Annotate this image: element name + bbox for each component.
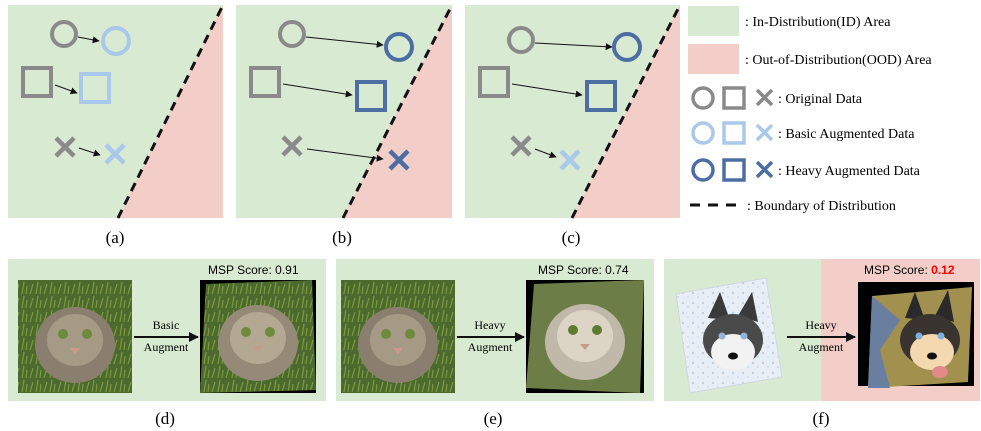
msp-label: MSP Score: bbox=[864, 263, 931, 277]
basic-cross bbox=[559, 149, 581, 171]
msp-value: 0.91 bbox=[275, 263, 299, 277]
legend-ood-swatch bbox=[688, 44, 739, 74]
original-cross bbox=[54, 136, 76, 158]
panel-b: (b) bbox=[236, 4, 454, 247]
panel-caption: (c) bbox=[562, 228, 581, 247]
augment-arrow bbox=[534, 148, 557, 159]
msp-value-highlight: 0.12 bbox=[931, 263, 955, 277]
basic-cross bbox=[104, 143, 126, 165]
legend-basic-circle-icon bbox=[691, 121, 715, 145]
legend-id-swatch bbox=[688, 6, 739, 36]
original-circle bbox=[50, 20, 78, 48]
ood-area bbox=[572, 5, 680, 218]
original-circle bbox=[278, 20, 306, 48]
augment-arrow bbox=[78, 147, 101, 157]
msp-score: MSP Score: 0.12 bbox=[864, 263, 955, 277]
original-circle bbox=[507, 26, 535, 54]
augment-label: Augment bbox=[144, 340, 189, 354]
original-square bbox=[478, 66, 510, 98]
msp-label: MSP Score: bbox=[538, 263, 605, 277]
msp-value: 0.74 bbox=[605, 263, 629, 277]
heavy-cross bbox=[388, 149, 410, 171]
cat-photo bbox=[18, 280, 132, 393]
boundary-line bbox=[116, 4, 225, 219]
legend-heavy-label: : Heavy Augmented Data bbox=[778, 164, 921, 179]
boundary-line bbox=[341, 4, 454, 219]
original-square bbox=[21, 66, 53, 98]
augment-arrow bbox=[54, 84, 78, 95]
augment-label: Basic bbox=[153, 318, 180, 332]
basic-circle bbox=[101, 26, 131, 56]
augmented-husky-photo bbox=[858, 282, 974, 388]
original-square bbox=[249, 66, 281, 98]
augment-arrow bbox=[534, 42, 613, 51]
augment-label: Heavy bbox=[805, 318, 836, 332]
legend-basic-cross-icon bbox=[755, 123, 774, 142]
cat-photo bbox=[341, 280, 455, 393]
heavy-circle bbox=[612, 32, 642, 62]
panel-caption: (b) bbox=[332, 228, 352, 247]
original-cross bbox=[281, 135, 303, 157]
original-cross bbox=[510, 135, 532, 157]
legend-original-cross-icon bbox=[755, 88, 774, 107]
augment-label: Augment bbox=[468, 340, 513, 354]
msp-label: MSP Score: bbox=[208, 263, 275, 277]
legend-original-circle-icon bbox=[691, 86, 715, 110]
augment-label: Augment bbox=[799, 340, 844, 354]
basic-square bbox=[79, 72, 111, 104]
panel-caption: (a) bbox=[106, 228, 125, 247]
legend-original-square-icon bbox=[722, 86, 746, 110]
panel-e: Heavy Augment MSP Score: 0.74 (e) bbox=[336, 259, 654, 428]
legend-heavy-cross-icon bbox=[755, 160, 774, 179]
panel-c: (c) bbox=[465, 4, 682, 247]
ood-area bbox=[343, 5, 452, 218]
augmented-cat-photo bbox=[526, 280, 644, 393]
augment-arrow bbox=[511, 83, 583, 98]
msp-score: MSP Score: 0.74 bbox=[538, 263, 629, 277]
augment-arrow bbox=[77, 36, 100, 44]
augmented-cat-photo bbox=[200, 280, 316, 393]
heavy-circle bbox=[384, 32, 414, 62]
panel-caption: (e) bbox=[484, 409, 503, 428]
legend-original-label: : Original Data bbox=[778, 92, 863, 107]
legend-ood-label: : Out-of-Distribution(OOD) Area bbox=[745, 53, 932, 68]
panel-a: (a) bbox=[8, 4, 225, 247]
legend: : In-Distribution(ID) Area : Out-of-Dist… bbox=[688, 6, 932, 214]
augment-label: Heavy bbox=[474, 318, 505, 332]
legend-basic-square-icon bbox=[722, 121, 746, 145]
heavy-square bbox=[355, 80, 387, 112]
ood-area bbox=[118, 5, 223, 218]
boundary-line bbox=[570, 4, 682, 219]
husky-photo bbox=[675, 277, 783, 394]
legend-heavy-square-icon bbox=[722, 158, 746, 182]
augment-arrow bbox=[306, 148, 384, 162]
panel-f: Heavy Augment MSP Score: 0.12 (f) bbox=[664, 259, 980, 428]
augment-arrow bbox=[282, 83, 353, 98]
legend-basic-label: : Basic Augmented Data bbox=[778, 127, 915, 142]
legend-heavy-circle-icon bbox=[691, 158, 715, 182]
legend-boundary-label: : Boundary of Distribution bbox=[747, 199, 896, 214]
legend-id-label: : In-Distribution(ID) Area bbox=[745, 15, 891, 30]
heavy-square bbox=[585, 80, 617, 112]
augment-arrow bbox=[305, 36, 384, 48]
panel-caption: (f) bbox=[813, 409, 830, 428]
panel-d: Basic Augment MSP Score: 0.91 (d) bbox=[8, 259, 326, 428]
panel-caption: (d) bbox=[155, 409, 175, 428]
msp-score: MSP Score: 0.91 bbox=[208, 263, 299, 277]
